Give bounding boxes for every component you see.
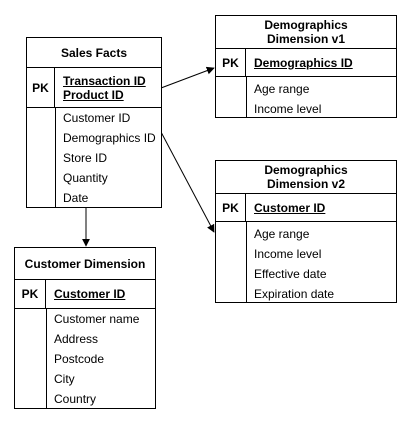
primary-key-fields: Demographics ID xyxy=(254,49,353,76)
arrow-sales-to-demographics-v1 xyxy=(160,66,215,89)
key-customer-id: Customer ID xyxy=(254,200,326,215)
attribute-income-level: Income level xyxy=(254,247,322,261)
key-transaction-id: Transaction ID xyxy=(63,73,146,88)
key-customer-id: Customer ID xyxy=(54,287,126,301)
attribute-country: Country xyxy=(54,392,97,406)
key-product-id: Product ID xyxy=(63,87,124,102)
attribute-demographics-id: Demographics ID xyxy=(63,131,156,145)
primary-key-fields: Transaction ID Product ID xyxy=(63,68,146,107)
attribute-expiration-date: Expiration date xyxy=(254,287,335,301)
primary-key-row: PK Customer ID xyxy=(216,194,396,222)
entity-title: Customer Dimension xyxy=(15,248,155,280)
entity-customer-dimension[interactable]: Customer Dimension PK Customer ID Custom… xyxy=(14,247,156,409)
attribute-age-range: Age range xyxy=(254,82,310,96)
entity-title: Sales Facts xyxy=(27,38,161,68)
entity-demographics-dimension-v1[interactable]: Demographics Dimension v1 PK Demographic… xyxy=(215,15,397,118)
attribute-list: Customer name Address Postcode City Coun… xyxy=(15,309,155,408)
entity-sales-facts[interactable]: Sales Facts PK Transaction ID Product ID… xyxy=(26,37,162,208)
attribute-date: Date xyxy=(63,191,89,205)
primary-key-fields: Customer ID xyxy=(254,194,325,221)
attribute-quantity: Quantity xyxy=(63,171,108,185)
arrow-sales-to-demographics-v2 xyxy=(160,131,215,233)
key-demographics-id: Demographics ID xyxy=(254,55,353,70)
attribute-effective-date: Effective date xyxy=(254,267,327,281)
attribute-postcode: Postcode xyxy=(54,352,105,366)
attribute-city: City xyxy=(54,372,75,386)
pk-label: PK xyxy=(27,68,55,107)
attribute-address: Address xyxy=(54,332,99,346)
attribute-list: Age range Income level xyxy=(216,77,396,117)
attribute-list: Age range Income level Effective date Ex… xyxy=(216,222,396,302)
attribute-store-id: Store ID xyxy=(63,151,108,165)
primary-key-row: PK Demographics ID xyxy=(216,49,396,77)
pk-label: PK xyxy=(216,194,246,221)
entity-demographics-dimension-v2[interactable]: Demographics Dimension v2 PK Customer ID… xyxy=(215,160,397,303)
primary-key-fields: Customer ID xyxy=(54,280,125,308)
attribute-income-level: Income level xyxy=(254,102,322,116)
attribute-customer-id: Customer ID xyxy=(63,111,131,125)
entity-title: Demographics Dimension v1 xyxy=(216,16,396,49)
pk-label: PK xyxy=(15,280,46,308)
attribute-customer-name: Customer name xyxy=(54,312,140,326)
attribute-age-range: Age range xyxy=(254,227,310,241)
primary-key-row: PK Transaction ID Product ID xyxy=(27,68,161,108)
pk-label: PK xyxy=(216,49,246,76)
attribute-list: Customer ID Demographics ID Store ID Qua… xyxy=(27,108,161,207)
entity-title: Demographics Dimension v2 xyxy=(216,161,396,194)
primary-key-row: PK Customer ID xyxy=(15,280,155,309)
